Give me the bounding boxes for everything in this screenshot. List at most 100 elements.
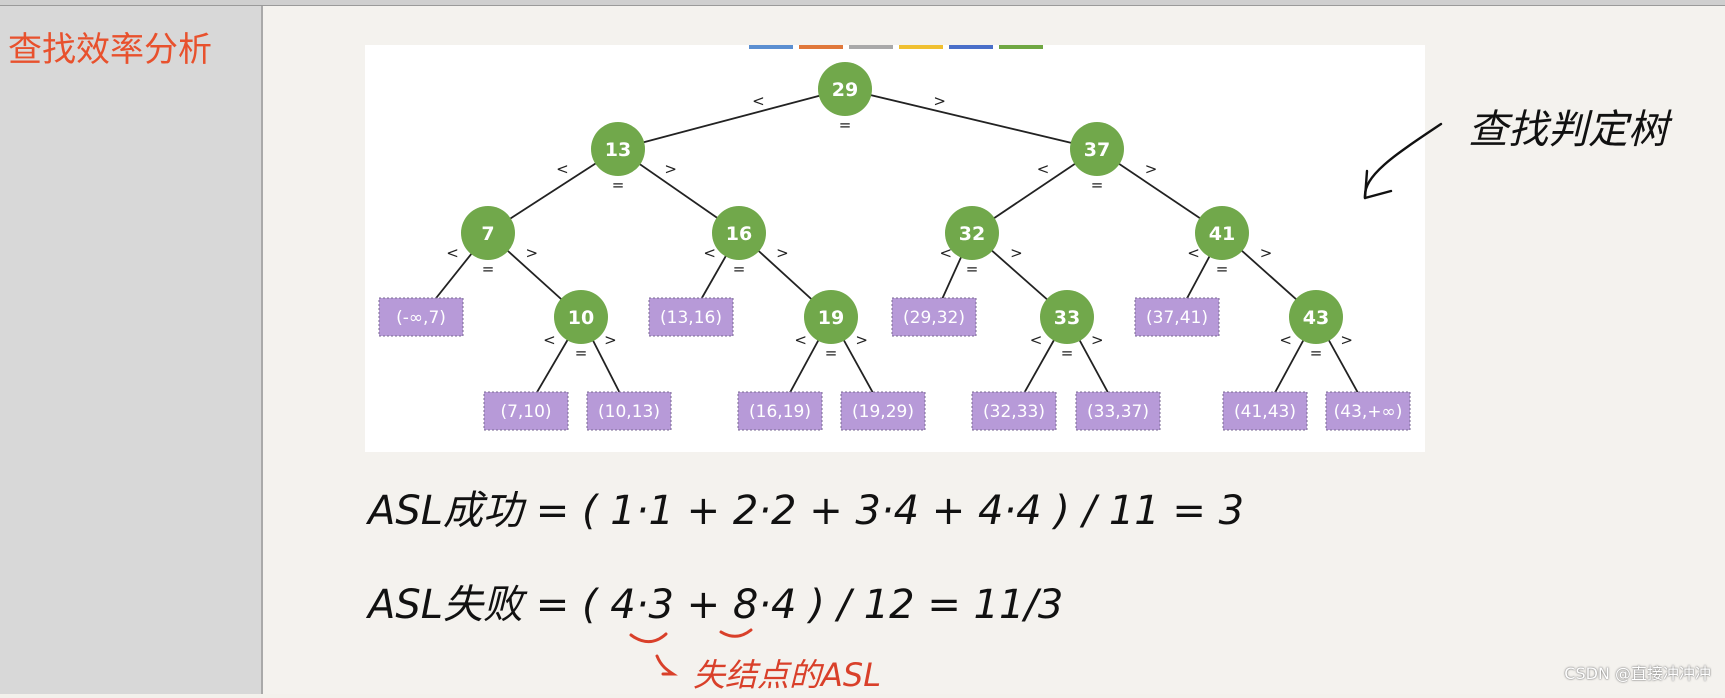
tree-edge (617, 88, 846, 150)
leaf-interval-label: (16,19) (749, 402, 811, 422)
edge-label: < (1030, 331, 1043, 349)
edge-label: > (1260, 244, 1273, 262)
leaf-interval-label: (10,13) (598, 402, 660, 422)
edge-label-eq: = (966, 260, 979, 278)
tree-node-label: 41 (1209, 223, 1235, 245)
tree-node-circle (945, 206, 999, 260)
tree-node-circle (591, 122, 645, 176)
palette-swatch (749, 45, 793, 49)
tree-node-label: 19 (818, 307, 844, 329)
edge-label: < (794, 331, 807, 349)
tree-node-circle (554, 290, 608, 344)
tree-node-circle (804, 290, 858, 344)
edge-label: < (1037, 160, 1050, 178)
edge-label-eq: = (1061, 344, 1074, 362)
tree-diagram: < > = < > = < > = < > = < > = < > = < > = < > = < > = < > = < > = (-∞,7)… (365, 45, 1673, 694)
edge-label-eq: = (612, 176, 625, 194)
leaf-interval-box (891, 297, 977, 337)
tree-node-circle (818, 62, 872, 116)
top-bar (0, 0, 1725, 6)
edge-label-eq: = (733, 260, 746, 278)
leaf-interval-label: (43,+∞) (1334, 402, 1403, 422)
asl-success-formula: ASL成功 = ( 1·1 + 2·2 + 3·4 + 4·4 ) / 11 =… (365, 488, 1244, 534)
edge-label: < (940, 244, 953, 262)
tree-node-label: 7 (481, 223, 494, 245)
color-palette (749, 45, 1043, 49)
edge-label: < (446, 244, 459, 262)
edge-label-eq: = (1310, 344, 1323, 362)
edge-label: > (664, 160, 677, 178)
leaf-interval-box (1325, 391, 1411, 431)
leaf-interval-box (737, 391, 823, 431)
edge-labels: < > = < > = < > = < > = < > = < > = < > = < > = < > = < > = < > = (446, 92, 1353, 362)
tree-node-label: 16 (726, 223, 752, 245)
tree-node-label: 43 (1303, 307, 1329, 329)
edge-label: > (1145, 160, 1158, 178)
tree-node-circle (1289, 290, 1343, 344)
tree-node-label: 33 (1054, 307, 1080, 329)
edge-label-eq: = (482, 260, 495, 278)
leaf-interval-box (483, 391, 569, 431)
edge-label: < (752, 92, 765, 110)
tree-node-circle (461, 206, 515, 260)
edge-label: > (855, 331, 868, 349)
leaf-interval-box (648, 297, 734, 337)
edge-label: > (933, 92, 946, 110)
edge-label: < (543, 331, 556, 349)
leaf-interval-label: (41,43) (1234, 402, 1296, 422)
leaf-interval-box (971, 391, 1057, 431)
tree-node-circle (1070, 122, 1124, 176)
edge-label: > (604, 331, 617, 349)
edge-label: > (1091, 331, 1104, 349)
leaf-interval-box (1222, 391, 1308, 431)
tree-node-circle (1195, 206, 1249, 260)
tree-node-circle (1040, 290, 1094, 344)
tree-node-label: 32 (959, 223, 985, 245)
palette-swatch (849, 45, 893, 49)
leaf-interval-label: (33,37) (1087, 402, 1149, 422)
edge-label: > (1340, 331, 1353, 349)
tree-node-circle (712, 206, 766, 260)
edge-label-eq: = (1091, 176, 1104, 194)
edge-label: > (776, 244, 789, 262)
leaf-interval-label: (19,29) (852, 402, 914, 422)
leaf-interval-label: (37,41) (1146, 308, 1208, 328)
leaf-interval-box (378, 297, 464, 337)
palette-swatch (999, 45, 1043, 49)
edge-label: > (525, 244, 538, 262)
leaf-interval-box (586, 391, 672, 431)
tree-node-label: 29 (832, 79, 858, 101)
palette-swatch (899, 45, 943, 49)
tree-node-label: 37 (1084, 139, 1110, 161)
edge-label: < (556, 160, 569, 178)
edge-label-eq: = (839, 116, 852, 134)
asl-fail-formula: ASL失败 = ( 4·3 + 8·4 ) / 12 = 11/3 (365, 582, 1063, 628)
underline-marks (629, 628, 753, 676)
watermark: CSDN @直接冲冲冲 (1564, 664, 1711, 683)
fail-node-note: 失结点的ASL (693, 656, 881, 694)
tree-node-label: 13 (605, 139, 631, 161)
palette-swatch (799, 45, 843, 49)
tree-leaves: (-∞,7) (13,16) (29,32) (37,41) (7,10) (10,13)… (378, 297, 1411, 431)
tree-node-label: 10 (568, 307, 594, 329)
leaf-interval-box (840, 391, 926, 431)
slide-canvas: < > = < > = < > = < > = < > = < > = < > = < > = < > = < > = < > = (-∞,7)… (263, 6, 1725, 694)
palette-swatch (949, 45, 993, 49)
tree-nodes: 29 13 37 7 16 32 41 10 19 33 43 (461, 62, 1343, 344)
edge-label-eq: = (1216, 260, 1229, 278)
tree-label-annotation: 查找判定树 (1468, 107, 1673, 153)
leaf-interval-box (1075, 391, 1161, 431)
leaf-interval-label: (-∞,7) (396, 308, 446, 328)
edge-label: < (1279, 331, 1292, 349)
edge-label-eq: = (575, 344, 588, 362)
edge-label: < (1187, 244, 1200, 262)
arrow-icon (1363, 122, 1443, 200)
tree-edge (844, 88, 1098, 150)
edge-label: > (1010, 244, 1023, 262)
sidebar: 查找效率分析 (0, 6, 263, 694)
edge-label: < (703, 244, 716, 262)
leaf-interval-label: (29,32) (903, 308, 965, 328)
leaf-interval-label: (13,16) (660, 308, 722, 328)
edge-label-eq: = (825, 344, 838, 362)
leaf-interval-label: (7,10) (500, 402, 551, 422)
